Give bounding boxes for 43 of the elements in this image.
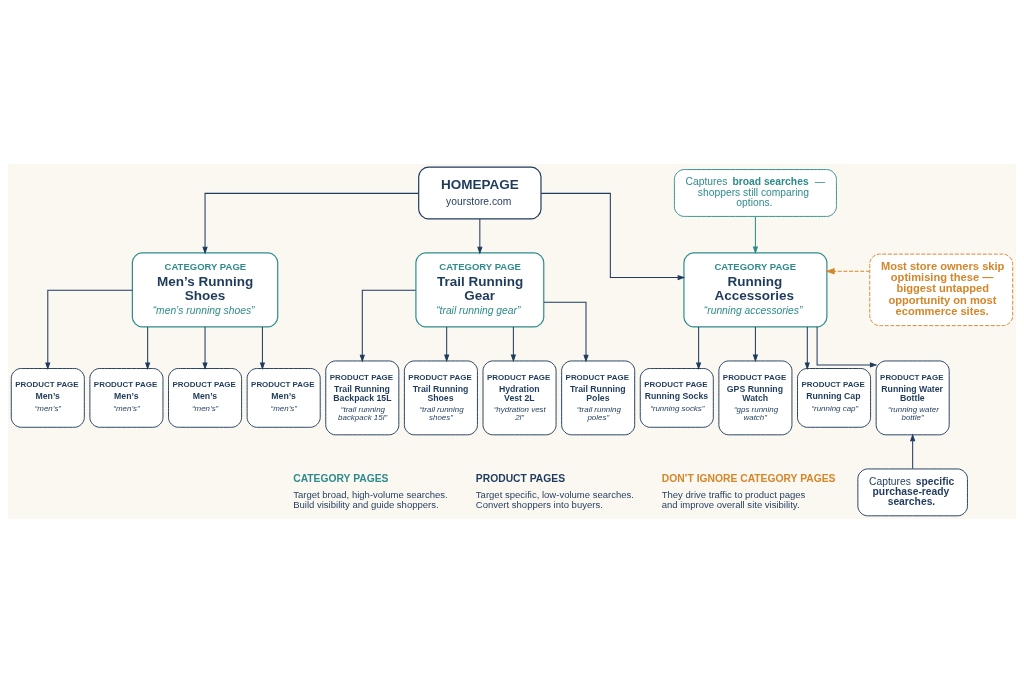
label: Target broad, high-volume searches. Build visibility and guide shoppers. [293, 488, 448, 510]
node-box: PRODUCT PAGE Running Water Bottle “running water bottle” [875, 360, 950, 436]
node-box: PRODUCT PAGE Running Cap “running cap” [797, 368, 872, 428]
arrow [444, 326, 450, 363]
arrow [145, 326, 151, 371]
node-box: PRODUCT PAGE GPS Running Watch “gps running watch” [718, 360, 793, 436]
arrow [45, 289, 133, 371]
node-box: HOMEPAGE yourstore.com [418, 166, 542, 220]
label: DON’T IGNORE CATEGORY PAGES [661, 473, 836, 485]
arrow [510, 326, 517, 363]
label: Target specific, low-volume searches. Convert shoppers into buyers. [475, 488, 635, 510]
arrow [910, 433, 916, 470]
node-box: PRODUCT PAGE Running Socks “running socks” [639, 368, 714, 428]
node-box: Most store owners skip optimising these — biggest untapped opportunity on most ecommerce sites. [869, 253, 1014, 327]
node-box: PRODUCT PAGE Men’s “men’s” [246, 368, 321, 428]
node-box: PRODUCT PAGE Trail Running Backpack 15L “trail running backpack 15l” [325, 360, 400, 436]
arrow [359, 289, 417, 363]
arrow [825, 268, 871, 275]
arrow [695, 326, 702, 371]
arrow [752, 326, 759, 363]
node-box: CATEGORY PAGE Men’s Running Shoes “men’s running shoes” [131, 252, 279, 328]
node-box: PRODUCT PAGE Men’s “men’s” [89, 368, 164, 428]
arrow [540, 192, 686, 281]
arrow [752, 215, 759, 255]
arrow [477, 218, 483, 255]
node-box: PRODUCT PAGE Trail Running Shoes “trail running shoes” [403, 360, 478, 436]
node-box: CATEGORY PAGE Trail Running Gear “trail running gear” [415, 252, 545, 328]
label: CATEGORY PAGES [293, 473, 389, 485]
node-box: Captures broad searches — shoppers still comparing options. [673, 169, 837, 217]
arrow [543, 301, 589, 363]
node-box: PRODUCT PAGE Hydration Vest 2L “hydration vest 2l” [482, 360, 557, 436]
node-box: PRODUCT PAGE Men’s “men’s” [10, 368, 85, 428]
arrow [202, 192, 420, 255]
label: PRODUCT PAGES [475, 473, 566, 485]
arrow [202, 326, 208, 371]
arrow [804, 326, 810, 371]
node-box: CATEGORY PAGE Running Accessories “running accessories” [683, 252, 828, 328]
node-box: PRODUCT PAGE Men’s “men’s” [168, 368, 243, 428]
node-box: PRODUCT PAGE Trail Running Poles “trail running poles” [561, 360, 636, 436]
label: They drive traffic to product pages and improve overall site visibility. [661, 488, 806, 510]
node-box: Captures specific purchase-ready searches. [857, 468, 968, 517]
arrow [259, 326, 266, 371]
arrow [816, 326, 878, 368]
